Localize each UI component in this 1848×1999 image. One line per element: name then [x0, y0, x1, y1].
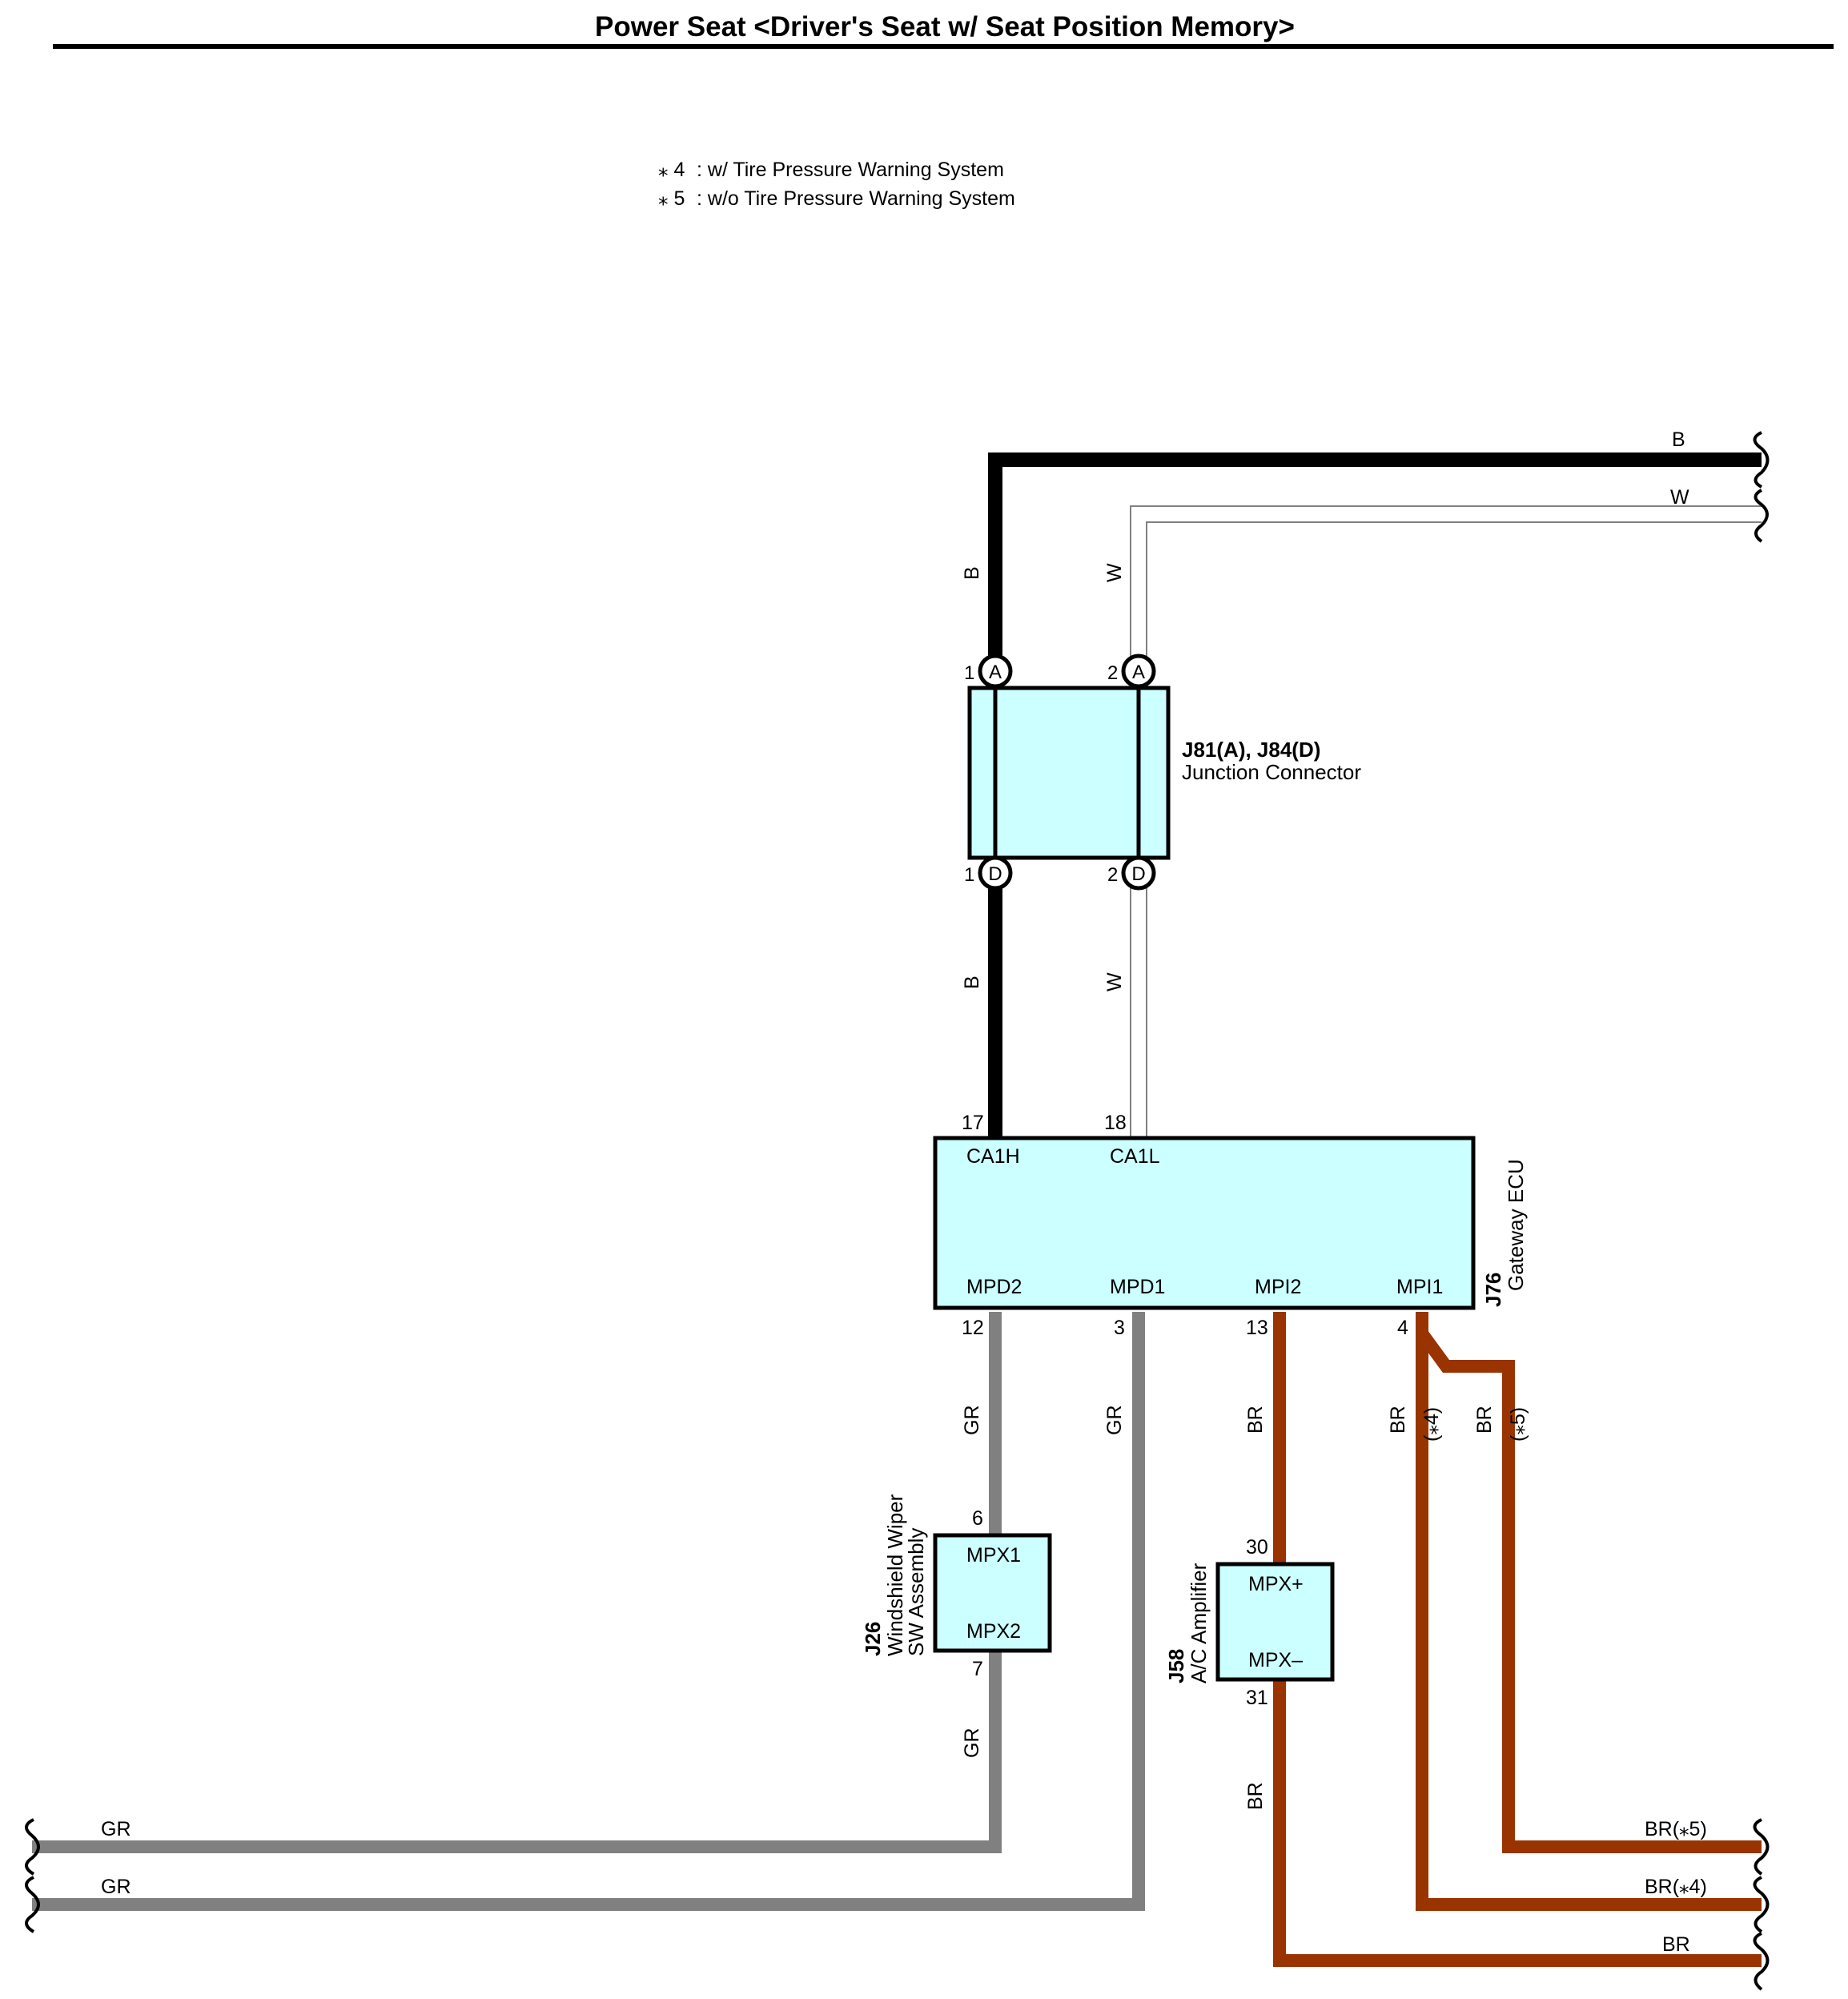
label-gr-left-2: GR — [101, 1876, 131, 1898]
wire-breaks-left — [25, 1818, 40, 1933]
wire-b — [988, 452, 1762, 1137]
label-br-note-5: (⁎5) — [1507, 1407, 1529, 1442]
note-text-5: : w/o Tire Pressure Warning System — [697, 187, 1015, 210]
pin-num-17: 17 — [962, 1112, 984, 1134]
pin-circle-top-2 — [1121, 654, 1156, 689]
junction-connector-body — [967, 686, 1171, 860]
label-br-right-5: BR(⁎5) — [1645, 1818, 1707, 1840]
term-mpx2: MPX2 — [966, 1620, 1021, 1643]
wire-w — [1130, 505, 1762, 1137]
pin-circle-bottom-2 — [1121, 855, 1156, 891]
pin-num-bottom-2: 2 — [1107, 864, 1118, 886]
wire-gr-wiper-out — [32, 1650, 1002, 1853]
term-mpx1: MPX1 — [966, 1544, 1021, 1567]
label-w-upper: W — [1103, 563, 1126, 582]
wiper-switch: 6 7 MPX1 MPX2 J26 Windshield Wiper SW As… — [861, 1494, 1052, 1680]
break-br — [1753, 1932, 1770, 1991]
label-gr-mpd1: GR — [1103, 1406, 1126, 1436]
break-gr-1 — [25, 1818, 40, 1876]
wiper-switch-body — [933, 1533, 1052, 1653]
term-mpx-minus: MPX– — [1248, 1649, 1303, 1671]
label-br-ac-out: BR — [1244, 1782, 1267, 1810]
term-mpi1: MPI1 — [1396, 1276, 1443, 1298]
label-br-note-4: (⁎4) — [1420, 1407, 1443, 1442]
conn-letter-bottom-2: D — [1131, 863, 1145, 885]
wiper-code: J26 — [861, 1622, 885, 1656]
pin-circle-top-1 — [978, 654, 1013, 689]
pin-num-bottom-1: 1 — [964, 864, 974, 886]
junction-connector: A A D D 1 2 1 2 J81(A), J84(D) Junction … — [964, 654, 1361, 891]
label-gr-mpd2: GR — [961, 1406, 983, 1436]
pin-num-6: 6 — [972, 1507, 983, 1530]
gateway-ecu: 17 18 CA1H CA1L MPD2 MPD1 MPI2 MPI1 12 3… — [933, 1112, 1528, 1339]
label-b-lower: B — [961, 975, 983, 989]
label-br-right-4: BR(⁎4) — [1645, 1876, 1707, 1898]
pin-circle-bottom-1 — [978, 855, 1013, 891]
term-mpd1: MPD1 — [1110, 1276, 1165, 1298]
term-mpd2: MPD2 — [966, 1276, 1022, 1298]
label-br-mpi1-5: BR — [1473, 1406, 1496, 1434]
label-b-upper: B — [961, 566, 983, 580]
label-w-lower: W — [1103, 972, 1126, 991]
gateway-code: J76 — [1481, 1273, 1505, 1307]
label-br-right: BR — [1662, 1933, 1690, 1956]
conn-letter-top-2: A — [1132, 662, 1145, 683]
break-br4 — [1753, 1876, 1770, 1933]
term-mpi2: MPI2 — [1255, 1276, 1301, 1298]
note-text-4: : w/ Tire Pressure Warning System — [697, 159, 1004, 181]
page-title: Power Seat <Driver's Seat w/ Seat Positi… — [595, 11, 1295, 42]
pin-num-3: 3 — [1114, 1317, 1125, 1339]
wire-br-mpi1-5 — [1416, 1329, 1762, 1853]
pin-num-12: 12 — [962, 1317, 984, 1339]
break-b — [1753, 431, 1770, 489]
wire-w-top — [1130, 505, 1762, 657]
wiper-name-1: Windshield Wiper — [883, 1494, 907, 1656]
wire-br — [1273, 1312, 1762, 1967]
break-gr-2 — [25, 1876, 40, 1933]
wire-labels: B W B W GR GR BR BR (⁎4) BR (⁎5) GR BR B… — [101, 428, 1707, 1956]
pin-num-4: 4 — [1397, 1317, 1408, 1339]
conn-letter-bottom-1: D — [988, 863, 1002, 885]
wire-br-ac-out — [1273, 1679, 1762, 1967]
ac-name: A/C Amplifier — [1187, 1563, 1211, 1683]
note-marker-4: ⁎ 4 — [658, 159, 685, 181]
pin-num-top-2: 2 — [1107, 662, 1118, 684]
wire-breaks-right — [1753, 431, 1770, 1991]
term-ca1h: CA1H — [966, 1145, 1020, 1168]
gateway-ecu-body — [933, 1136, 1476, 1310]
pin-num-31: 31 — [1246, 1687, 1268, 1709]
pin-num-18: 18 — [1104, 1112, 1127, 1134]
term-ca1l: CA1L — [1110, 1145, 1160, 1168]
label-gr-wiper-out: GR — [961, 1728, 983, 1759]
label-b-right: B — [1672, 428, 1685, 451]
junction-code: J81(A), J84(D) — [1182, 738, 1320, 762]
ac-amplifier: 30 31 MPX+ MPX– J58 A/C Amplifier — [1164, 1536, 1335, 1709]
break-br5 — [1753, 1818, 1770, 1876]
notes: ⁎ 4 : w/ Tire Pressure Warning System ⁎ … — [658, 159, 1015, 210]
wire-b-top — [988, 452, 1762, 657]
note-marker-5: ⁎ 5 — [658, 187, 685, 210]
conn-letter-top-1: A — [989, 662, 1002, 683]
wire-br-mpi1-4 — [1416, 1312, 1762, 1911]
label-br-mpi2: BR — [1244, 1406, 1267, 1434]
ac-code: J58 — [1164, 1649, 1188, 1683]
wire-w-top-core — [1131, 507, 1762, 657]
junction-name: Junction Connector — [1182, 760, 1361, 784]
wire-gr-mpd1 — [32, 1312, 1145, 1911]
term-mpx-plus: MPX+ — [1248, 1573, 1304, 1595]
gateway-name: Gateway ECU — [1504, 1159, 1528, 1291]
ac-amplifier-body — [1215, 1562, 1335, 1682]
pin-num-30: 30 — [1246, 1536, 1268, 1559]
label-gr-left-1: GR — [101, 1818, 131, 1840]
pin-num-13: 13 — [1246, 1317, 1268, 1339]
label-w-right: W — [1670, 486, 1689, 509]
wiper-name-2: SW Assembly — [904, 1528, 928, 1656]
break-w — [1754, 489, 1769, 543]
wire-gr — [32, 1312, 1145, 1911]
label-br-mpi1-4: BR — [1387, 1406, 1409, 1434]
pin-num-7: 7 — [972, 1658, 983, 1680]
pin-num-top-1: 1 — [964, 662, 974, 684]
